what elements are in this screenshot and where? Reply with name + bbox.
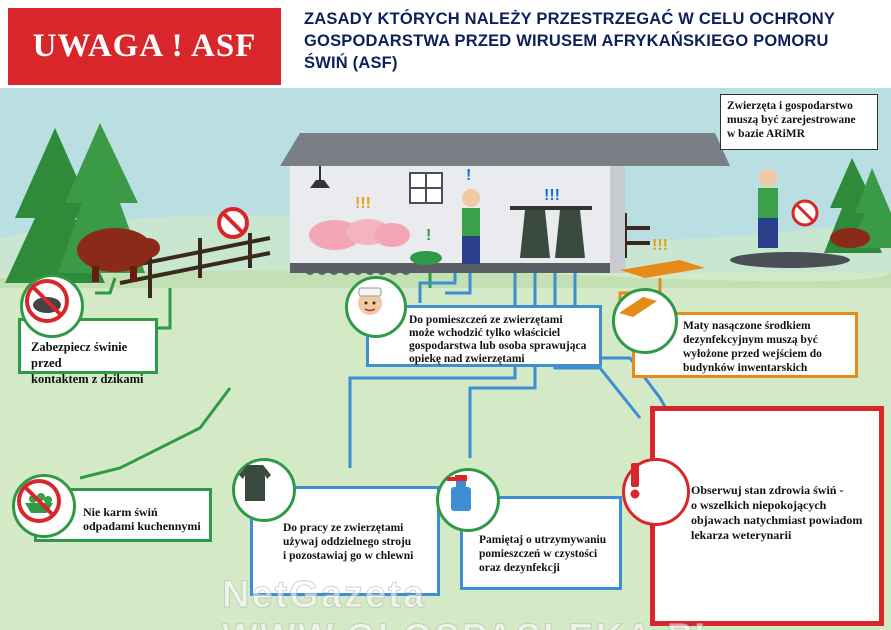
svg-text:!!!: !!! <box>652 237 668 254</box>
exclamation-icon <box>622 458 690 526</box>
rule-health-watch-line-3: objawach natychmiast powiadom <box>691 513 863 527</box>
rule-owner-access-line-2: może wchodzić tylko właściciel <box>409 327 561 339</box>
rule-cleanliness-line-1: Pamiętaj o utrzymywaniu <box>479 534 607 546</box>
rule-health-watch-line-2: o wszelkich niepokojących <box>691 498 827 512</box>
work-coat-icon <box>232 458 296 522</box>
farmer-right <box>758 169 870 248</box>
poster-title-line-2: GOSPODARSTWA PRZED WIRUSEM AFRYKAŃSKIEGO… <box>304 32 829 50</box>
registration-line-2: muszą być zarejestrowane <box>727 114 856 126</box>
svg-text:!!!: !!! <box>355 195 371 212</box>
rule-separate-clothes-line-3: i pozostawiaj go w chlewni <box>283 550 414 562</box>
disinfection-mat <box>620 260 705 278</box>
rule-separate-clothes-line-1: Do pracy ze zwierzętami <box>283 522 404 534</box>
registration-line-1: Zwierzęta i gospodarstwo <box>727 100 853 112</box>
alert-banner-label: UWAGA ! ASF <box>32 28 257 64</box>
farm-scene: !!! ! !!! ! !!! <box>0 88 891 630</box>
wild-boar-left <box>77 228 160 282</box>
registration-note: Zwierzęta i gospodarstwo muszą być zarej… <box>720 94 878 150</box>
rule-disinfection-mats-line-4: budynków inwentarskich <box>683 362 808 374</box>
rule-disinfection-mats-line-2: dezynfekcyjnym muszą być <box>683 334 818 346</box>
rule-health-watch-line-1: Obserwuj stan zdrowia świń - <box>691 483 844 497</box>
rule-cleanliness-line-2: pomieszczeń w czystości <box>479 548 598 560</box>
poster-title-line-1: ZASADY KTÓRYCH NALEŻY PRZESTRZEGAĆ W CEL… <box>304 10 836 28</box>
poster-title: ZASADY KTÓRYCH NALEŻY PRZESTRZEGAĆ W CEL… <box>304 8 864 74</box>
rule-kitchen-waste-line-2: odpadami kuchennymi <box>83 519 201 533</box>
rule-owner-access-line-4: opiekę nad zwierzętami <box>409 353 525 365</box>
mat-icon <box>612 288 678 354</box>
rule-owner-access-line-3: gospodarstwa lub osoba sprawująca <box>409 340 587 352</box>
tree-group-right <box>824 158 891 253</box>
rule-cleanliness-line-3: oraz dezynfekcji <box>479 562 560 574</box>
rule-separate-clothes: Do pracy ze zwierzętami używaj oddzielne… <box>250 486 440 596</box>
svg-text:!!!: !!! <box>544 187 560 204</box>
spray-bottle-icon <box>436 468 500 532</box>
no-kitchen-waste-icon <box>12 474 76 538</box>
no-wild-boar-icon <box>20 274 84 338</box>
rule-wild-boar-line-2: kontaktem z dzikami <box>31 372 144 386</box>
rule-wild-boar-line-1: Zabezpiecz świnie przed <box>31 340 128 370</box>
svg-text:!: ! <box>466 167 471 184</box>
rule-cleanliness: Pamiętaj o utrzymywaniu pomieszczeń w cz… <box>460 496 622 590</box>
rule-owner-access-line-1: Do pomieszczeń ze zwierzętami <box>409 314 563 326</box>
barn: !!! ! !!! ! !!! <box>280 133 730 275</box>
registration-line-3: w bazie ARiMR <box>727 128 805 140</box>
svg-text:!: ! <box>426 227 431 244</box>
poster-title-line-3: ŚWIŃ (ASF) <box>304 54 398 72</box>
watermark: NetGazeta WWW.GLOSPASLEKA.PL <box>222 574 719 630</box>
rule-disinfection-mats-line-1: Maty nasączone środkiem <box>683 320 811 332</box>
rule-disinfection-mats-line-3: wyłożone przed wejściem do <box>683 348 822 360</box>
rule-kitchen-waste-line-1: Nie karm świń <box>83 505 158 519</box>
alert-banner: UWAGA ! ASF <box>8 8 281 85</box>
farmer-face-icon <box>345 276 407 338</box>
rule-health-watch-line-4: lekarza weterynarii <box>691 528 792 542</box>
rule-health-watch: Obserwuj stan zdrowia świń - o wszelkich… <box>650 406 884 626</box>
rule-separate-clothes-line-2: używaj oddzielnego stroju <box>283 536 412 548</box>
